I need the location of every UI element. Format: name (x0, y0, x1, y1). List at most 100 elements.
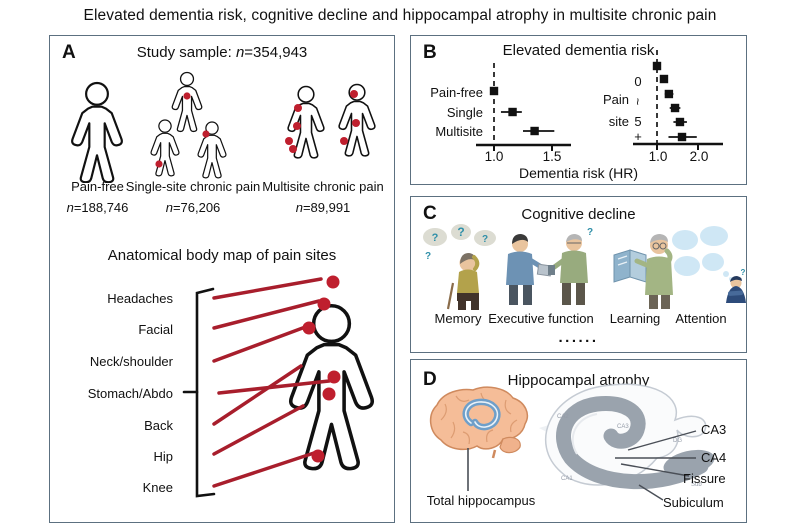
executive-function-illustration-icon: ? (506, 227, 593, 305)
n-value: =188,746 (73, 200, 129, 215)
forest-plot-left (476, 63, 571, 151)
group-count: n=188,746 (55, 200, 140, 215)
section-inner-label: CA1 (561, 476, 573, 482)
region-label-ca3: CA3 (701, 422, 727, 437)
forest-row-label: Multisite (435, 124, 483, 139)
panel-b-letter: B (423, 42, 437, 63)
pain-dot (289, 145, 297, 153)
site-label-hip: Hip (153, 449, 173, 464)
attention-illustration-icon: ? (672, 226, 746, 303)
cognitive-item-label: Memory (434, 311, 482, 326)
brain-icon (429, 386, 529, 459)
forest-point (508, 107, 517, 117)
pain-dot (294, 104, 302, 112)
forest-point (659, 74, 669, 84)
site-label-facial: Facial (138, 322, 173, 337)
x-axis-label: Dementia risk (HR) (518, 165, 638, 181)
site-count-scale: 5 (634, 114, 642, 129)
x-tick-label: 1.0 (648, 149, 668, 164)
panel-a-graphics (71, 71, 376, 498)
section-inner-label: CA3 (617, 424, 629, 430)
memory-illustration-icon: ? ? ? ? (423, 224, 496, 310)
forest-plot-right (633, 50, 723, 150)
pain-dot (352, 119, 360, 127)
question-mark-glyph: ? (432, 232, 439, 244)
body-map-lines (212, 277, 331, 488)
region-label-fissure: Fissure (683, 471, 726, 486)
n-symbol: n (165, 200, 173, 215)
question-mark-glyph: ? (741, 268, 746, 277)
panel-c: C Cognitive decline ? ? ? ? ? (410, 196, 747, 353)
site-label-headaches: Headaches (107, 291, 173, 306)
pain-site-axis-word: Pain (602, 92, 629, 107)
question-mark-glyph: ? (457, 225, 464, 239)
pain-site-axis-word: site (608, 114, 629, 129)
hippocampus-section-icon: CA2 CA3 DG CA1 Sub (544, 383, 715, 490)
site-label-stomach-abdo: Stomach/Abdo (87, 386, 173, 401)
pain-dot (183, 92, 191, 100)
pain-dot (350, 90, 358, 98)
n-symbol: n (295, 200, 303, 215)
forest-point (664, 89, 674, 99)
single-site-figures-icon (150, 71, 227, 179)
x-tick-label: 1.0 (484, 149, 504, 164)
pain-dot (285, 137, 293, 145)
section-inner-label: Sub (691, 482, 702, 488)
sample-prefix: Study sample: (136, 44, 236, 61)
pain-dot (293, 122, 301, 130)
panel-d-graphics: CA2 CA3 DG CA1 Sub (429, 383, 715, 501)
panel-a-title: Study sample: n=354,943 (50, 44, 394, 61)
body-map-bracket (182, 287, 216, 498)
panel-b-title: Elevated dementia risk (502, 42, 655, 59)
body-map-dots (302, 275, 341, 463)
panel-a-letter: A (62, 42, 76, 63)
learning-illustration-icon (613, 234, 673, 309)
forest-point (675, 117, 685, 127)
forest-row-label: Pain-free (430, 85, 483, 100)
figure-title: Elevated dementia risk, cognitive declin… (83, 7, 717, 24)
n-value: =76,206 (172, 200, 221, 215)
group-label: Single-site chronic pain (125, 179, 261, 194)
sample-n-value: =354,943 (244, 44, 308, 61)
group-label: Multisite chronic pain (262, 179, 384, 194)
panel-c-title: Cognitive decline (521, 206, 636, 223)
forest-row-label: Single (446, 105, 483, 120)
cognitive-item-label: Executive function (488, 311, 594, 326)
brain-label: Total hippocampus (426, 493, 536, 508)
panel-d: D Hippocampal atrophy CA2 (410, 359, 747, 523)
sample-n-symbol: n (235, 44, 245, 61)
region-label-subiculum: Subiculum (663, 495, 724, 510)
region-label-ca4: CA4 (701, 450, 727, 465)
cognitive-item-label: Attention (675, 311, 727, 326)
forest-point (489, 86, 499, 96)
n-value: =89,991 (302, 200, 351, 215)
panel-c-letter: C (423, 203, 437, 224)
pain-dot (202, 130, 210, 138)
pain-free-figure-icon (71, 81, 123, 183)
panel-b: B Elevated dementia risk Pain-free Singl… (410, 35, 747, 185)
group-count: n=76,206 (113, 200, 273, 215)
section-inner-label: CA2 (557, 414, 569, 420)
forest-point (652, 61, 662, 71)
panel-a: A Study sample: n=354,943 (49, 35, 395, 523)
x-tick-label: 2.0 (689, 149, 709, 164)
cognitive-item-label: Learning (609, 311, 661, 326)
question-mark-glyph: ? (482, 234, 488, 245)
forest-point (670, 103, 680, 113)
question-mark-glyph: ? (425, 251, 431, 262)
ellipsis-more: ...... (558, 329, 599, 346)
section-inner-label: DG (673, 438, 682, 444)
region-leader-lines (615, 430, 697, 501)
panel-d-letter: D (423, 369, 437, 390)
n-symbol: n (66, 200, 74, 215)
site-label-neck-shoulder: Neck/shoulder (89, 354, 173, 369)
forest-point (530, 126, 539, 136)
pain-dot (155, 160, 163, 168)
body-map-title: Anatomical body map of pain sites (107, 247, 337, 264)
site-count-scale: 0 (634, 74, 642, 89)
group-label: Pain-free (71, 179, 124, 194)
site-count-scale: + (634, 129, 642, 144)
site-label-knee: Knee (142, 480, 173, 495)
pain-dot (340, 137, 348, 145)
